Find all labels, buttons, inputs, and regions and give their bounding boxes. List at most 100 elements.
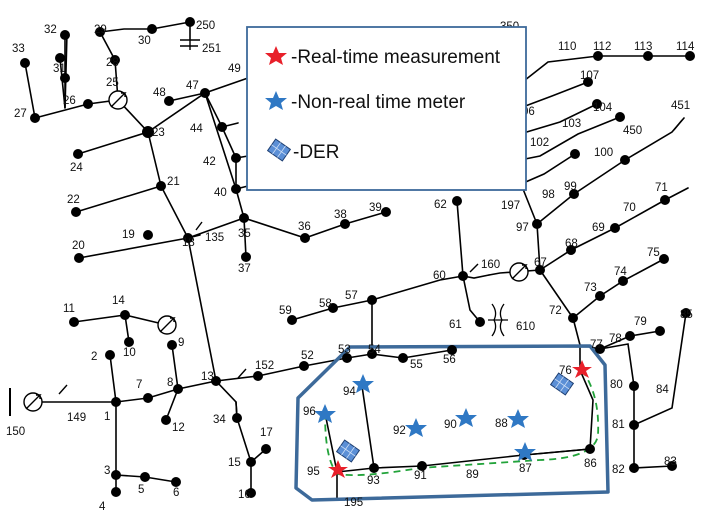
node-label: 19 [122,229,135,241]
node-dot [55,53,65,63]
node-label: 5 [138,484,144,496]
node-label: 95 [307,466,320,478]
node-label: 12 [172,422,185,434]
node-label: 71 [655,182,668,194]
node-label: 150 [6,426,25,438]
node-label: 81 [612,419,625,431]
solar-panel-icon [549,372,575,396]
node-label: 76 [559,365,572,377]
node-label: 74 [614,266,627,278]
node-label: 59 [279,305,292,317]
node-label: 88 [495,418,508,430]
node-label: 451 [671,100,690,112]
node-label: 58 [319,298,332,310]
node-label: 1 [104,411,110,423]
node-label: 107 [580,70,599,82]
node-label: 80 [610,379,623,391]
node-label: 60 [433,270,446,282]
blue-star-icon [352,374,374,393]
node-label: 79 [634,316,647,328]
node-label: 62 [434,199,447,211]
node-label: 24 [70,162,83,174]
legend-meter-label: -Non-real time meter [291,92,466,113]
node-label: 70 [623,202,636,214]
node-label: 18 [182,237,195,249]
node-label: 39 [369,202,382,214]
node-label: 31 [53,63,66,75]
solar-panel-icon [335,439,361,463]
node-label: 14 [112,295,125,307]
node-label: 2 [91,351,97,363]
node-label: 152 [255,360,274,372]
voltage-regulator-icon [108,90,128,110]
node-label: 3 [104,465,110,477]
node-label: 90 [444,419,457,431]
legend-box [246,26,527,191]
node-label: 114 [676,41,695,53]
node-label: 67 [534,257,547,269]
node-label: 87 [519,463,532,475]
node-label: 30 [138,35,151,47]
node-label: 4 [99,501,106,513]
node-label: 6 [173,487,179,499]
bus-nodes [20,17,695,498]
node-label: 47 [186,80,199,92]
node-label: 54 [368,344,381,356]
node-label: 53 [338,344,351,356]
node-label: 450 [623,125,642,137]
node-label: 25 [106,77,119,89]
switches [58,39,683,395]
node-label: 86 [584,458,597,470]
node-labels: 3 4 5 6 2 1 7 8 9 10 11 12 13 14 15 16 1… [6,20,695,513]
node-label: 21 [167,176,180,188]
node-label: 7 [136,379,142,391]
node-label: 91 [414,470,427,482]
node-label: 40 [214,187,227,199]
red-star-icon [572,360,592,378]
red-star-icon [328,460,348,478]
node-label: 57 [345,290,358,302]
blue-star-icon [265,91,287,110]
node-label: 112 [593,41,611,53]
node-label: 20 [72,240,85,252]
node-label: 61 [449,319,462,331]
node-label: 75 [647,247,660,259]
voltage-regulator-icon [509,262,529,282]
voltage-regulator-icon [23,392,43,412]
node-label: 110 [558,41,576,53]
node-label: 23 [152,127,165,139]
node-label: 78 [609,333,622,345]
blue-star-icon [507,409,529,428]
node-label: 34 [213,414,226,426]
node-label: 35 [238,228,251,240]
node-label: 10 [123,347,136,359]
node-label: 195 [344,497,363,509]
node-label: 251 [202,43,221,55]
node-label: 84 [656,384,669,396]
node-label: 9 [178,337,184,349]
node-label: 89 [466,469,479,481]
node-label: 250 [196,20,215,32]
node-label: 13 [201,371,214,383]
node-label: 85 [680,309,693,321]
monitored-zone-boundary [294,344,610,502]
red-star-icon [265,46,287,65]
node-label: 48 [153,87,166,99]
node-label: 113 [634,41,652,53]
node-label: 103 [562,118,581,130]
node-label: 29 [94,24,107,36]
legend: -Real-time measurement -Non-real time me… [246,26,527,191]
node-label: 73 [584,282,597,294]
node-label: 94 [343,386,356,398]
node-label: 69 [592,222,605,234]
node-label: 37 [238,263,251,275]
node-label: 28 [106,57,119,69]
node-label: 77 [590,339,603,351]
node-label: 16 [238,489,251,501]
blue-star-icon [455,408,477,427]
node-label: 22 [67,194,80,206]
blue-star-icon [514,442,536,461]
blue-star-icon [314,404,336,423]
node-label: 92 [393,425,406,437]
